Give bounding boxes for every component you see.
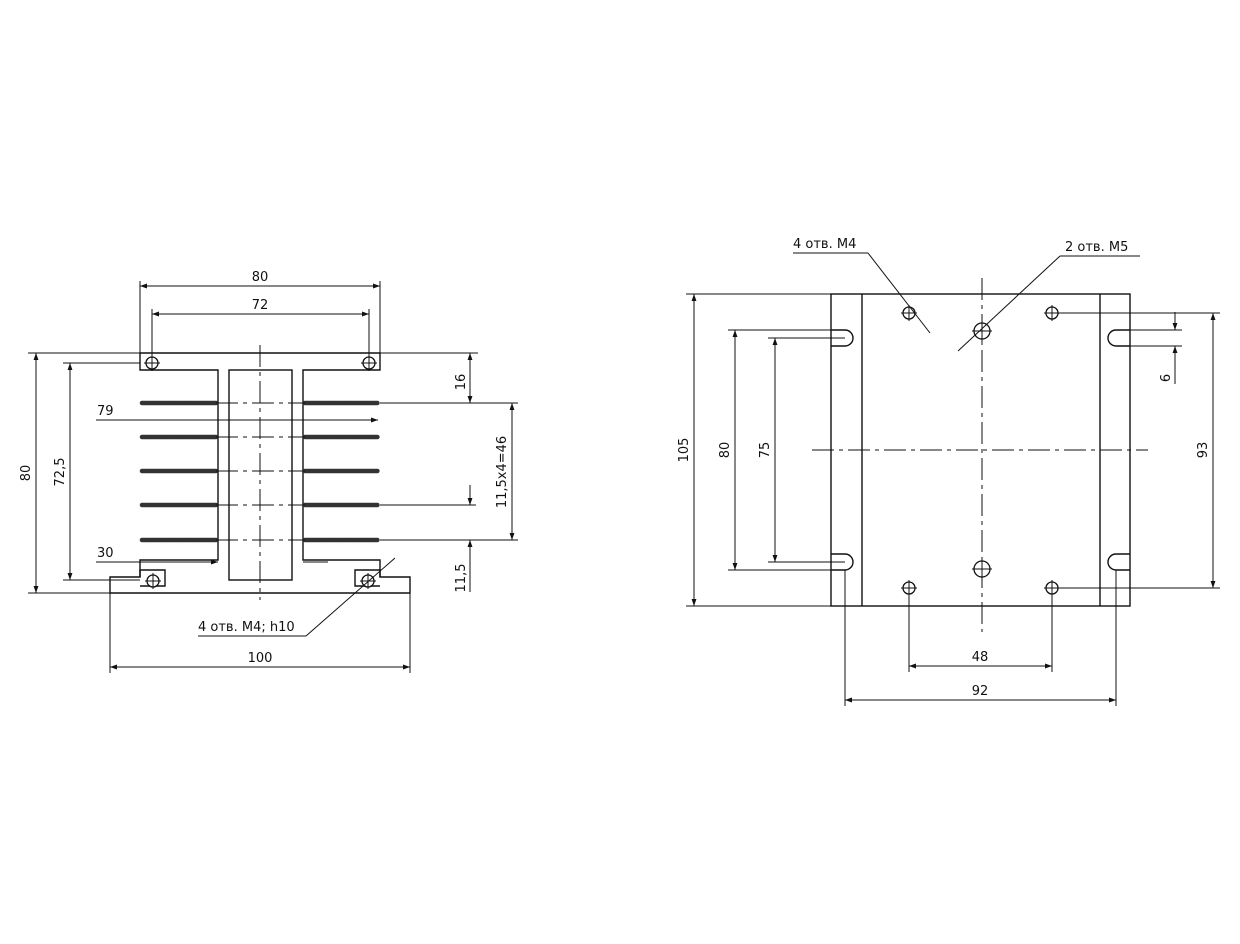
dim-79: 79 — [97, 404, 114, 419]
note-leader-left — [305, 557, 396, 637]
note-leader-m4 — [867, 252, 931, 334]
dim-30: 30 — [97, 546, 114, 561]
slot-bottom-left — [831, 553, 854, 571]
dim-80-left: 80 — [19, 465, 34, 482]
fins — [139, 400, 381, 543]
note-m4: 4 отв. М4 — [793, 237, 856, 252]
dim-11-5: 11,5 — [454, 564, 469, 593]
dim-6: 6 — [1159, 374, 1174, 382]
dim-75: 75 — [758, 442, 773, 459]
note-m5: 2 отв. М5 — [1065, 240, 1128, 255]
note-leader-m5 — [957, 255, 1061, 352]
dim-pitch: 11,5x4=46 — [495, 436, 510, 508]
dim-92: 92 — [972, 684, 989, 699]
right-view: 105 80 75 93 6 48 92 4 от — [677, 237, 1220, 706]
dim-72: 72 — [252, 298, 269, 313]
dim-93: 93 — [1196, 442, 1211, 459]
slot-top-right — [1107, 329, 1130, 347]
dim-80-right: 80 — [718, 442, 733, 459]
dim-48: 48 — [972, 650, 989, 665]
dim-72-5: 72,5 — [53, 458, 68, 487]
note-holes-m4: 4 отв. М4; h10 — [198, 620, 295, 635]
slot-bottom-right — [1107, 553, 1130, 571]
right-holes — [901, 305, 1060, 596]
dim-80-top: 80 — [252, 270, 269, 285]
dim-16: 16 — [454, 374, 469, 391]
left-view: 80 72 79 30 100 4 отв. М4; h10 80 72,5 — [19, 270, 518, 673]
dim-100: 100 — [248, 651, 273, 666]
dim-105: 105 — [677, 438, 692, 463]
slot-top-left — [831, 329, 854, 347]
left-holes — [144, 355, 377, 589]
